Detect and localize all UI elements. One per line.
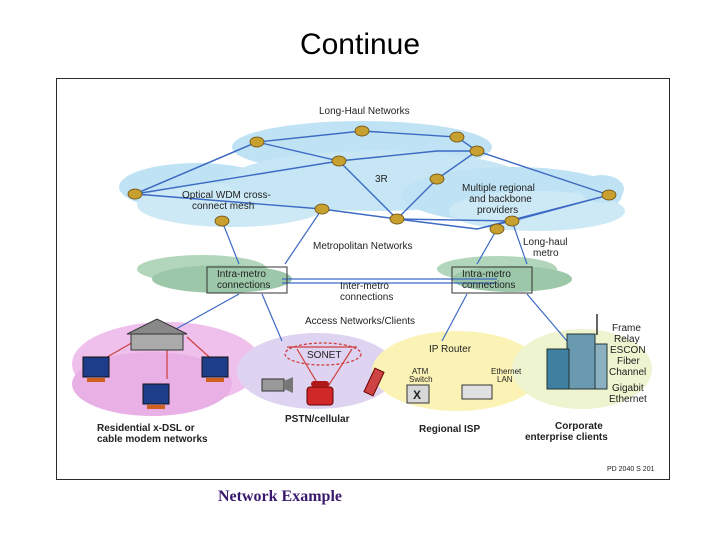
computer-icon: [82, 356, 110, 382]
ip-router-label: IP Router: [429, 344, 472, 355]
intra-metro-left-label-1: Intra-metro: [217, 269, 266, 280]
multiple-regional-label-2: and backbone: [469, 194, 532, 205]
3r-label: 3R: [375, 174, 388, 185]
metropolitan-label: Metropolitan Networks: [313, 241, 412, 252]
network-diagram: X Long-Haul Networks 3R Optical WDM cros…: [56, 78, 670, 480]
svg-text:X: X: [413, 388, 421, 402]
atm-switch-label-1: ATM: [412, 367, 429, 376]
node: [601, 189, 617, 201]
node: [331, 155, 347, 167]
node: [389, 213, 405, 225]
atm-switch-icon: X: [406, 384, 430, 404]
regional-isp-label: Regional ISP: [419, 424, 480, 435]
multiple-regional-label-1: Multiple regional: [462, 183, 535, 194]
intra-metro-box-left: [206, 266, 288, 294]
optical-wdm-label-1: Optical WDM cross-: [182, 190, 271, 201]
sonet-label: SONET: [307, 350, 341, 361]
node: [429, 173, 445, 185]
intra-metro-box-right: [451, 266, 533, 294]
long-haul-metro-label-2: metro: [533, 248, 559, 259]
inter-metro-label-2: connections: [340, 292, 393, 303]
multiple-regional-label-3: providers: [477, 205, 518, 216]
pstn-label: PSTN/cellular: [285, 414, 350, 425]
gigabit-ethernet-label-1: Gigabit: [612, 383, 644, 394]
intra-metro-right-label-1: Intra-metro: [462, 269, 511, 280]
corporate-label-1: Corporate: [555, 421, 603, 432]
optical-wdm-label-2: connect mesh: [192, 201, 254, 212]
node: [249, 136, 265, 148]
inter-metro-label-1: Inter-metro: [340, 281, 389, 292]
mobile-phone-icon: [363, 367, 385, 397]
slide-title: Continue: [299, 28, 421, 61]
metro-cloud: [137, 255, 572, 293]
residential-label-1: Residential x-DSL or: [97, 423, 195, 434]
long-haul-cloud: [119, 121, 625, 231]
ethernet-lan-label-2: LAN: [497, 375, 513, 384]
computer-icon: [201, 356, 229, 382]
node: [214, 215, 230, 227]
escon-label: ESCON: [610, 345, 646, 356]
node: [314, 203, 330, 215]
caption: Network Example: [218, 488, 342, 505]
video-camera-icon: [261, 377, 293, 393]
long-haul-metro-label-1: Long-haul: [523, 237, 567, 248]
metro-links: [166, 208, 568, 342]
sonet-ring: [284, 342, 362, 366]
frame-relay-label-2: Relay: [614, 334, 640, 345]
network-diagram-canvas: X Long-Haul Networks 3R Optical WDM cros…: [72, 106, 655, 473]
frame-relay-label-1: Frame: [612, 323, 641, 334]
network-nodes: [127, 125, 617, 235]
intra-metro-right-label-2: connections: [462, 280, 515, 291]
node: [449, 131, 465, 143]
ethernet-lan-label-1: Ethernet: [491, 367, 522, 376]
residential-label-2: cable modem networks: [97, 434, 208, 445]
node: [354, 125, 370, 137]
figure-id-label: PD 2040 S 201: [607, 466, 655, 473]
atm-switch-label-2: Switch: [409, 375, 433, 384]
ethernet-device-icon: [461, 384, 493, 400]
corporate-buildings-icon: [546, 314, 608, 390]
node: [504, 215, 520, 227]
house-icon: [126, 318, 188, 351]
fiber-channel-label-2: Channel: [609, 367, 646, 378]
telephone-icon: [306, 381, 334, 406]
computer-icon: [142, 383, 170, 409]
long-haul-label: Long-Haul Networks: [319, 106, 410, 117]
fiber-channel-label-1: Fiber: [617, 356, 640, 367]
node: [489, 223, 505, 235]
node: [127, 188, 143, 200]
access-networks-label: Access Networks/Clients: [305, 316, 415, 327]
node: [469, 145, 485, 157]
corporate-label-2: enterprise clients: [525, 432, 608, 443]
intra-metro-left-label-2: connections: [217, 280, 270, 291]
gigabit-ethernet-label-2: Ethernet: [609, 394, 647, 405]
